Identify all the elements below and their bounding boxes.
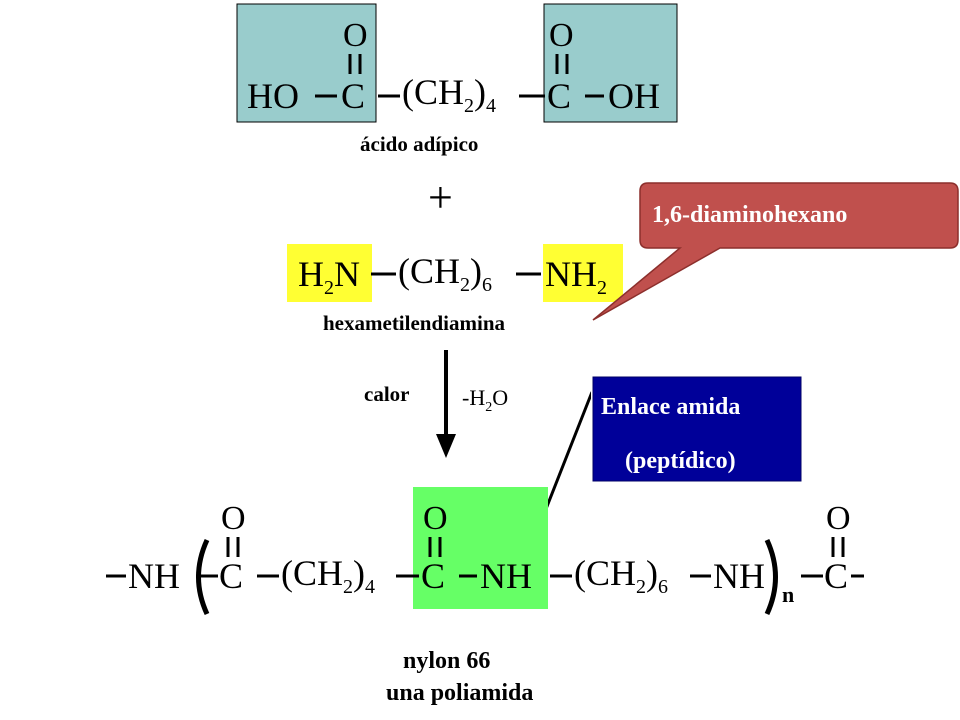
reaction-calor: calor bbox=[364, 382, 409, 406]
callout-red-shape bbox=[592, 182, 959, 321]
callout-blue-line1: Enlace amida bbox=[601, 394, 740, 420]
reaction-water: -H2O bbox=[462, 385, 508, 415]
callout-red-text: 1,6-diaminohexano bbox=[652, 202, 847, 228]
adipic-c-right: C bbox=[547, 76, 571, 116]
amide-box bbox=[413, 487, 548, 609]
adipic-ho: HO bbox=[247, 76, 299, 116]
nylon-c3: C bbox=[824, 556, 848, 596]
callout-blue-box bbox=[591, 375, 803, 483]
adipic-ch2-group: (CH2)4 bbox=[402, 72, 496, 117]
nylon-c2: C bbox=[421, 556, 445, 596]
nylon-paren-close bbox=[764, 538, 778, 616]
nylon-o3: O bbox=[826, 500, 851, 537]
nylon-c1: C bbox=[219, 556, 243, 596]
nylon-ch2-a: (CH2)4 bbox=[281, 553, 375, 598]
nylon-o2: O bbox=[423, 500, 448, 537]
nylon-nh-mid: NH bbox=[480, 556, 532, 596]
nylon-label-2: una poliamida bbox=[386, 680, 533, 706]
nylon-ch2-b: (CH2)6 bbox=[574, 553, 668, 598]
diamine-nh2: NH2 bbox=[545, 254, 607, 299]
diamine-label: hexametilendiamina bbox=[323, 311, 505, 335]
diamine-ch2-group: (CH2)6 bbox=[398, 251, 492, 296]
callout-blue-line2: (peptídico) bbox=[625, 448, 736, 474]
nylon-subscript-n: n bbox=[782, 582, 794, 607]
reaction-arrow-head bbox=[436, 434, 456, 458]
diamine-h2n: H2N bbox=[298, 254, 360, 299]
nylon-o1: O bbox=[221, 500, 246, 537]
amine-box-left bbox=[287, 244, 372, 302]
adipic-o-left: O bbox=[343, 17, 368, 54]
nylon-label-1: nylon 66 bbox=[403, 648, 490, 674]
plus-sign: + bbox=[428, 173, 453, 222]
adipic-label: ácido adípico bbox=[360, 132, 478, 156]
nylon-nh-right: NH bbox=[713, 556, 765, 596]
amine-box-right bbox=[543, 244, 623, 302]
adipic-c-left: C bbox=[341, 76, 365, 116]
carboxyl-box-left bbox=[236, 3, 377, 123]
callout-blue-pointer bbox=[542, 391, 594, 515]
adipic-o-right: O bbox=[549, 17, 574, 54]
nylon-nh-left: NH bbox=[128, 556, 180, 596]
callout-blue-frame bbox=[592, 376, 802, 482]
adipic-oh: OH bbox=[608, 76, 660, 116]
